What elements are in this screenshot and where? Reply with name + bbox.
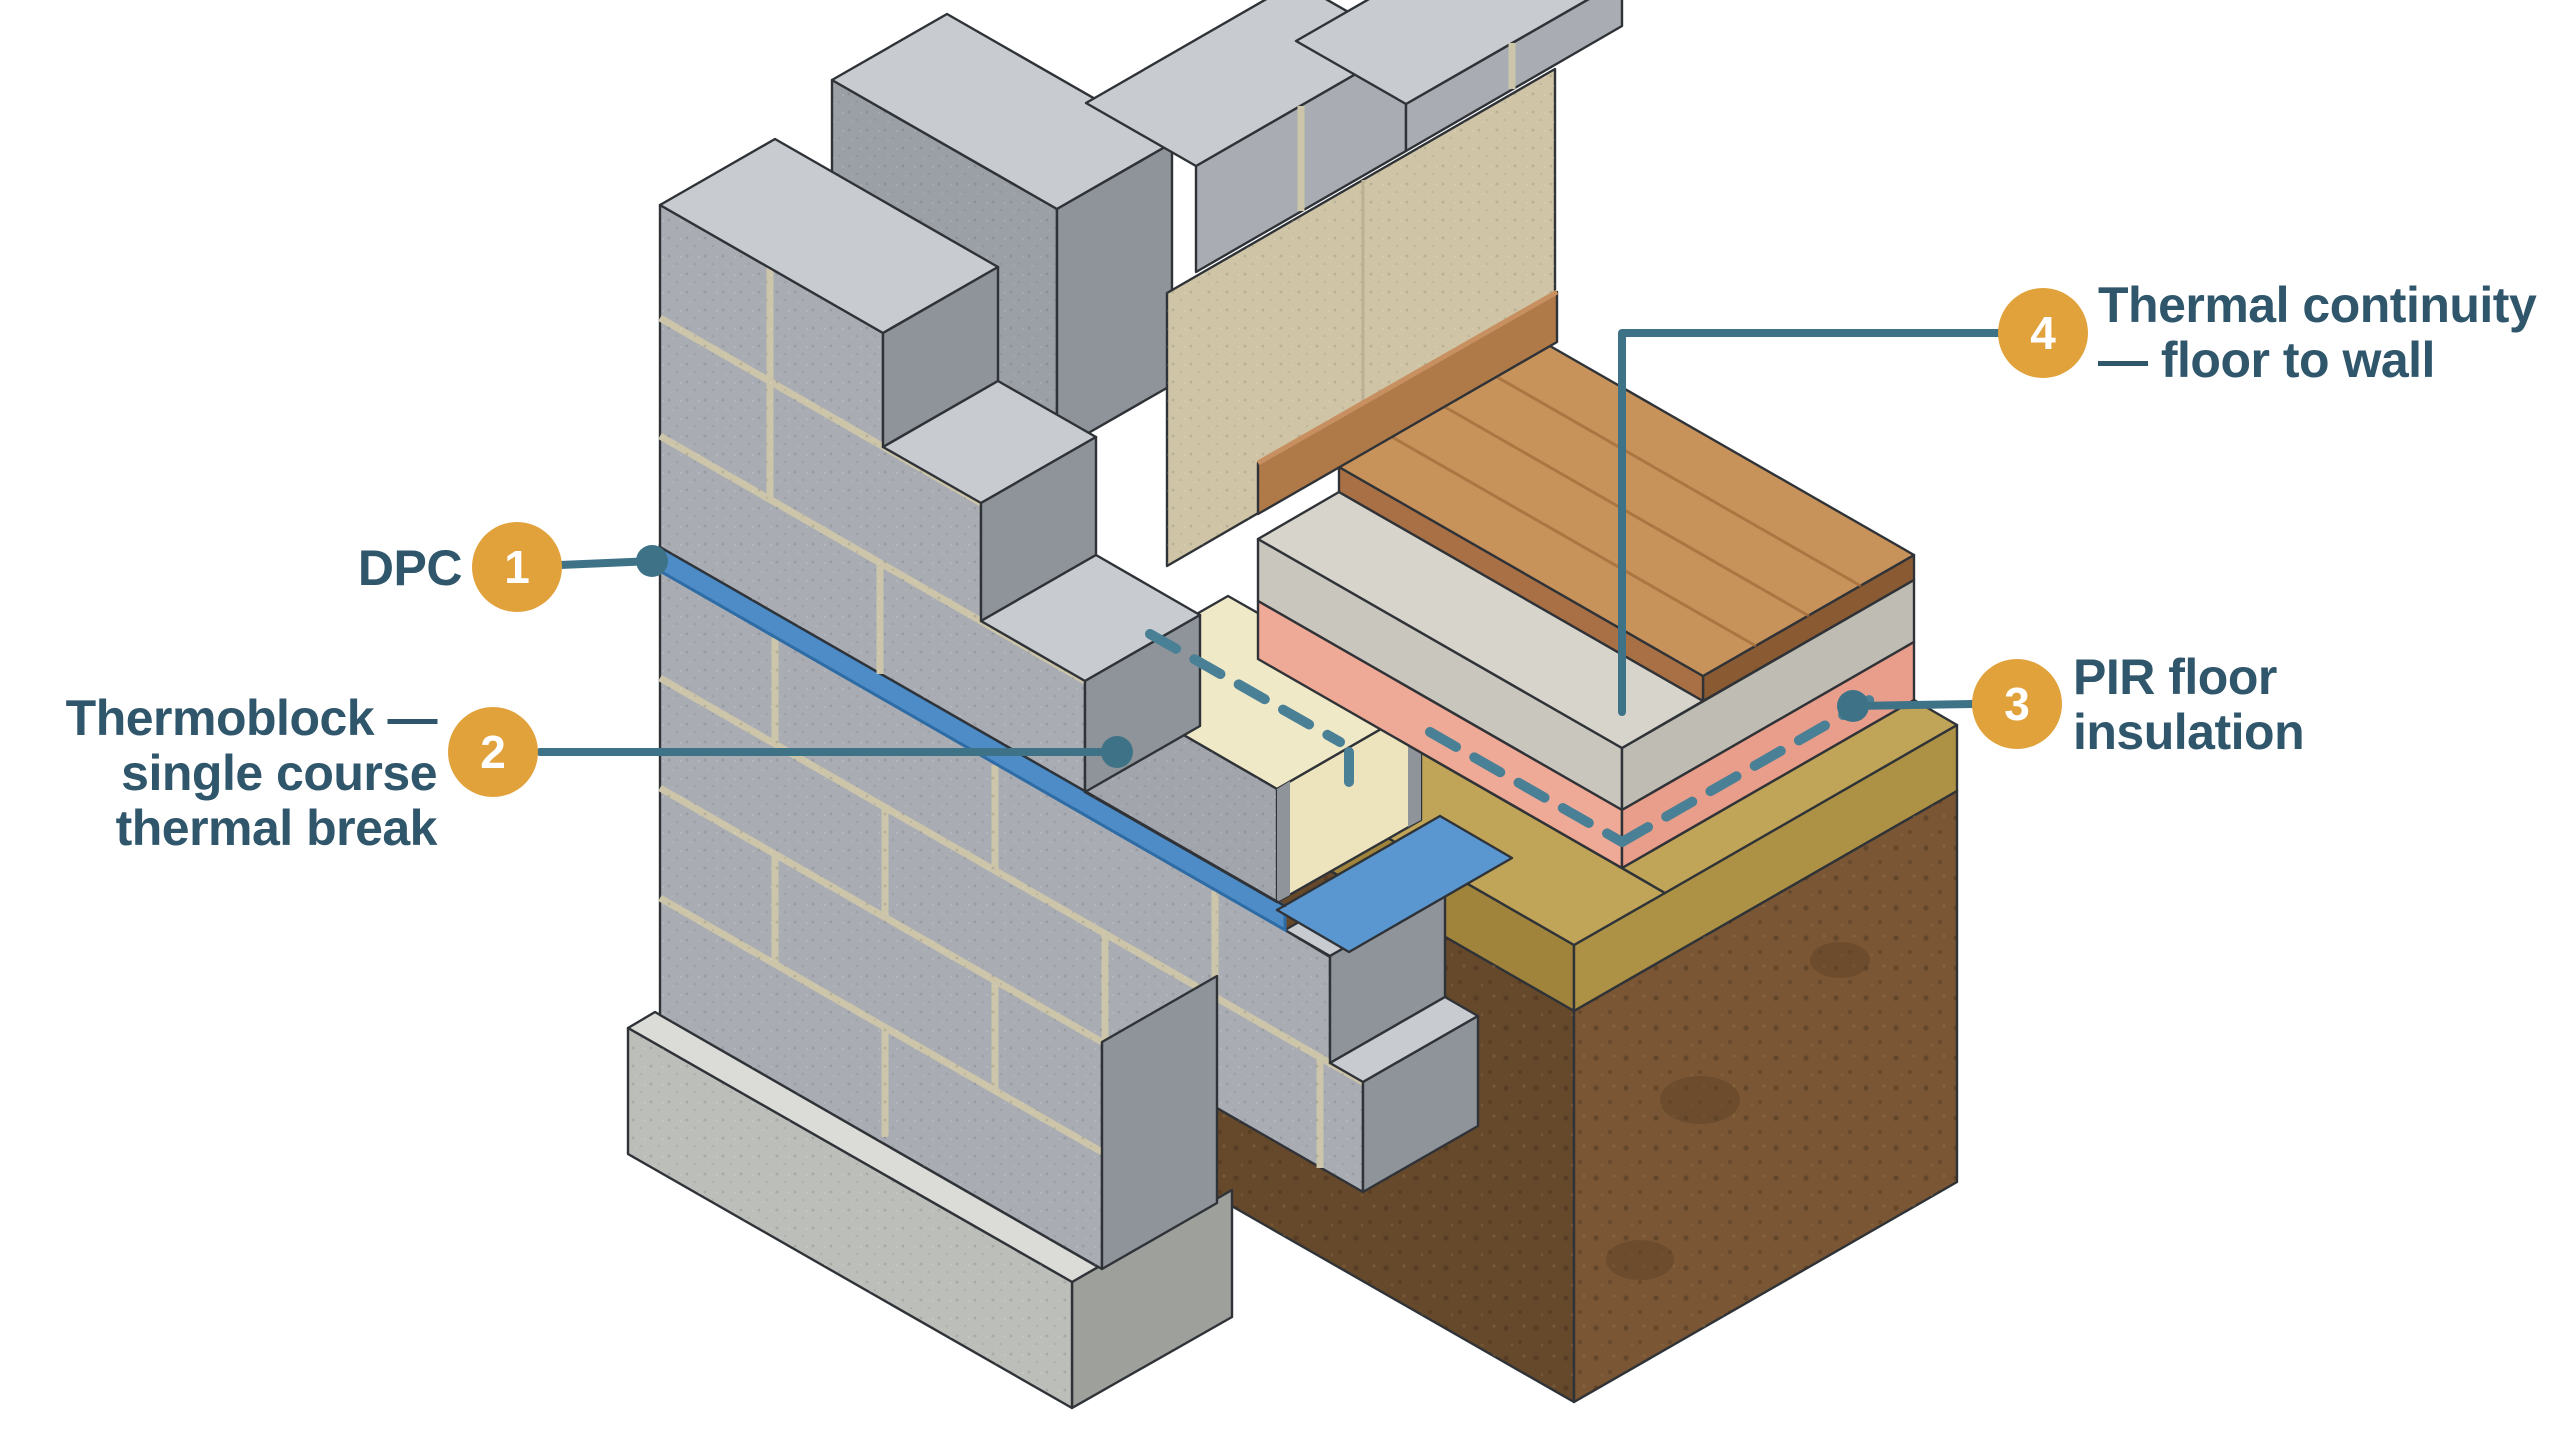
callout-label-3-line2: insulation [2073, 704, 2304, 760]
callout-badge-4 [1998, 288, 2088, 378]
callout-label-2-line2: single course [121, 745, 437, 801]
callout-badge-1 [472, 522, 562, 612]
callout-badge-2 [448, 707, 538, 797]
skirting-board [1256, 289, 1559, 516]
floor-assembly [1256, 289, 1916, 870]
leader-line-3 [1849, 700, 1977, 710]
callout-label-4-line2: — floor to wall [2098, 332, 2435, 388]
callout-label-2-line1: Thermoblock — [66, 690, 438, 746]
callout-badge-3 [1972, 659, 2062, 749]
leader-dot-1 [636, 545, 668, 577]
callout-label-2-line3: thermal break [116, 800, 438, 856]
callout-1-dpc: 1 DPC [358, 522, 668, 612]
soil-stone [1606, 1240, 1674, 1280]
block-step-end-2 [1361, 1014, 1480, 1194]
leader-dot-3 [1837, 690, 1869, 722]
callout-label-1: DPC [358, 540, 462, 596]
leader-dot-2 [1101, 736, 1133, 768]
soil-stone [1810, 942, 1870, 978]
dpc-tray-top [1275, 814, 1514, 954]
soil-stone [1660, 1076, 1740, 1124]
return-wall-block-band-2-top [1294, 0, 1590, 106]
thermoblock-end-edge-left [1277, 781, 1290, 902]
callout-number-2: 2 [480, 726, 506, 778]
callout-number-4: 4 [2030, 307, 2056, 359]
block-step-end-3 [1100, 974, 1219, 1271]
callout-label-3-line1: PIR floor [2073, 649, 2277, 705]
callout-4-thermal-continuity: 4 Thermal continuity — floor to wall [1618, 277, 2537, 716]
callout-number-1: 1 [504, 541, 530, 593]
callout-3-pir-insulation: 3 PIR floor insulation [1837, 649, 2305, 760]
callout-number-3: 3 [2004, 678, 2030, 730]
callout-label-4-line1: Thermal continuity [2098, 277, 2537, 333]
callout-2-thermoblock: 2 Thermoblock — single course thermal br… [66, 690, 1133, 856]
wood-plank-lines [1391, 375, 1862, 648]
leader-line-4 [1618, 329, 2002, 716]
